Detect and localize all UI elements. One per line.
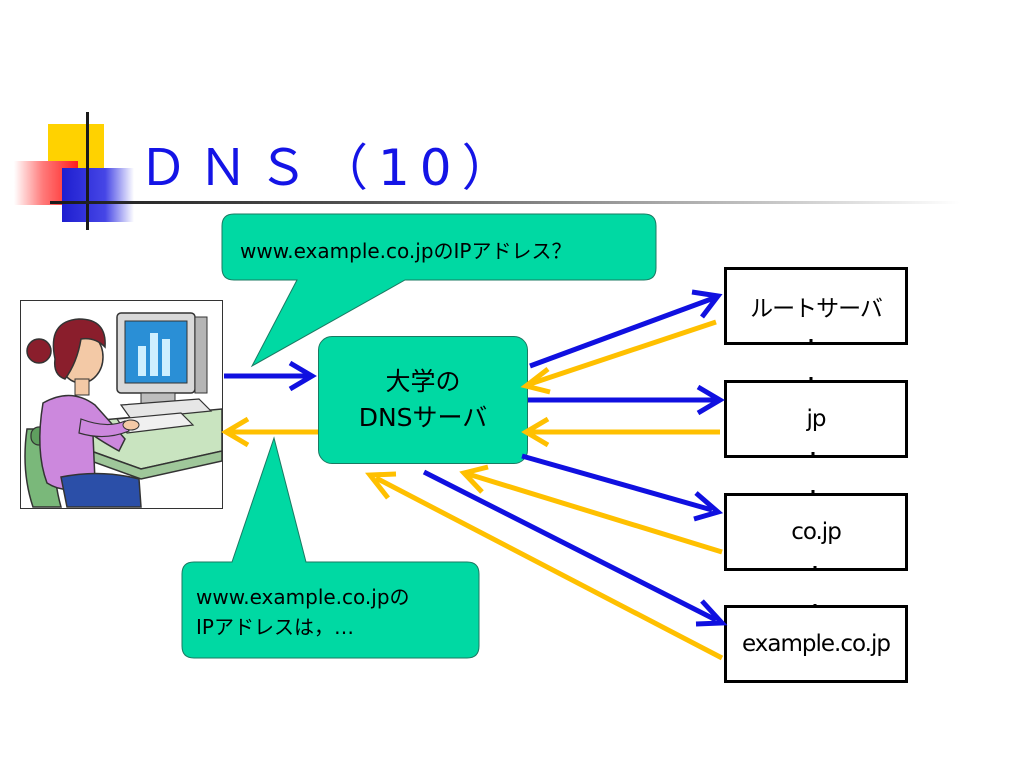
slide-title: ＤＮＳ（10） [138, 139, 522, 197]
dns-server-line2: DNSサーバ [358, 403, 488, 432]
dns-server-line1: 大学の [385, 367, 461, 396]
arrow-dns-to-cojp [521, 453, 724, 522]
arrow-dns-to-user [221, 416, 318, 448]
jp-server: jp [724, 380, 908, 458]
decor-blue-square [62, 168, 134, 222]
arrow-example-to-dns [365, 471, 724, 661]
arrow-cojp-to-dns [459, 464, 723, 555]
answer-bubble-text: www.example.co.jpの IPアドレスは，… [196, 582, 410, 642]
co-jp-server-label: co.jp [791, 519, 842, 545]
university-dns-server: 大学の DNSサーバ [318, 336, 528, 464]
arrow-dns-to-root [529, 289, 723, 369]
query-bubble-shape [221, 213, 657, 368]
root-server: ルートサーバ [724, 267, 908, 345]
answer-bubble-shape [181, 436, 480, 659]
decor-vertical-line [86, 112, 89, 230]
title-underline [50, 201, 960, 204]
person-at-computer-icon [24, 312, 222, 508]
answer-bubble-line2: IPアドレスは，… [196, 615, 354, 639]
query-bubble-text: www.example.co.jpのIPアドレス？ [240, 239, 572, 263]
arrow-dns-to-jp [528, 384, 725, 416]
arrow-jp-to-dns [521, 416, 720, 448]
example-co-jp-server-label: example.co.jp [742, 631, 891, 657]
arrow-dns-to-example [422, 469, 728, 627]
arrow-root-to-dns [520, 319, 717, 395]
answer-bubble-line1: www.example.co.jpの [196, 585, 410, 609]
co-jp-server: co.jp [724, 493, 908, 571]
root-server-label: ルートサーバ [750, 296, 883, 322]
user-illustration [20, 300, 223, 509]
example-co-jp-server: example.co.jp [724, 605, 908, 683]
jp-server-label: jp [806, 406, 827, 432]
arrow-user-to-dns [224, 360, 317, 392]
